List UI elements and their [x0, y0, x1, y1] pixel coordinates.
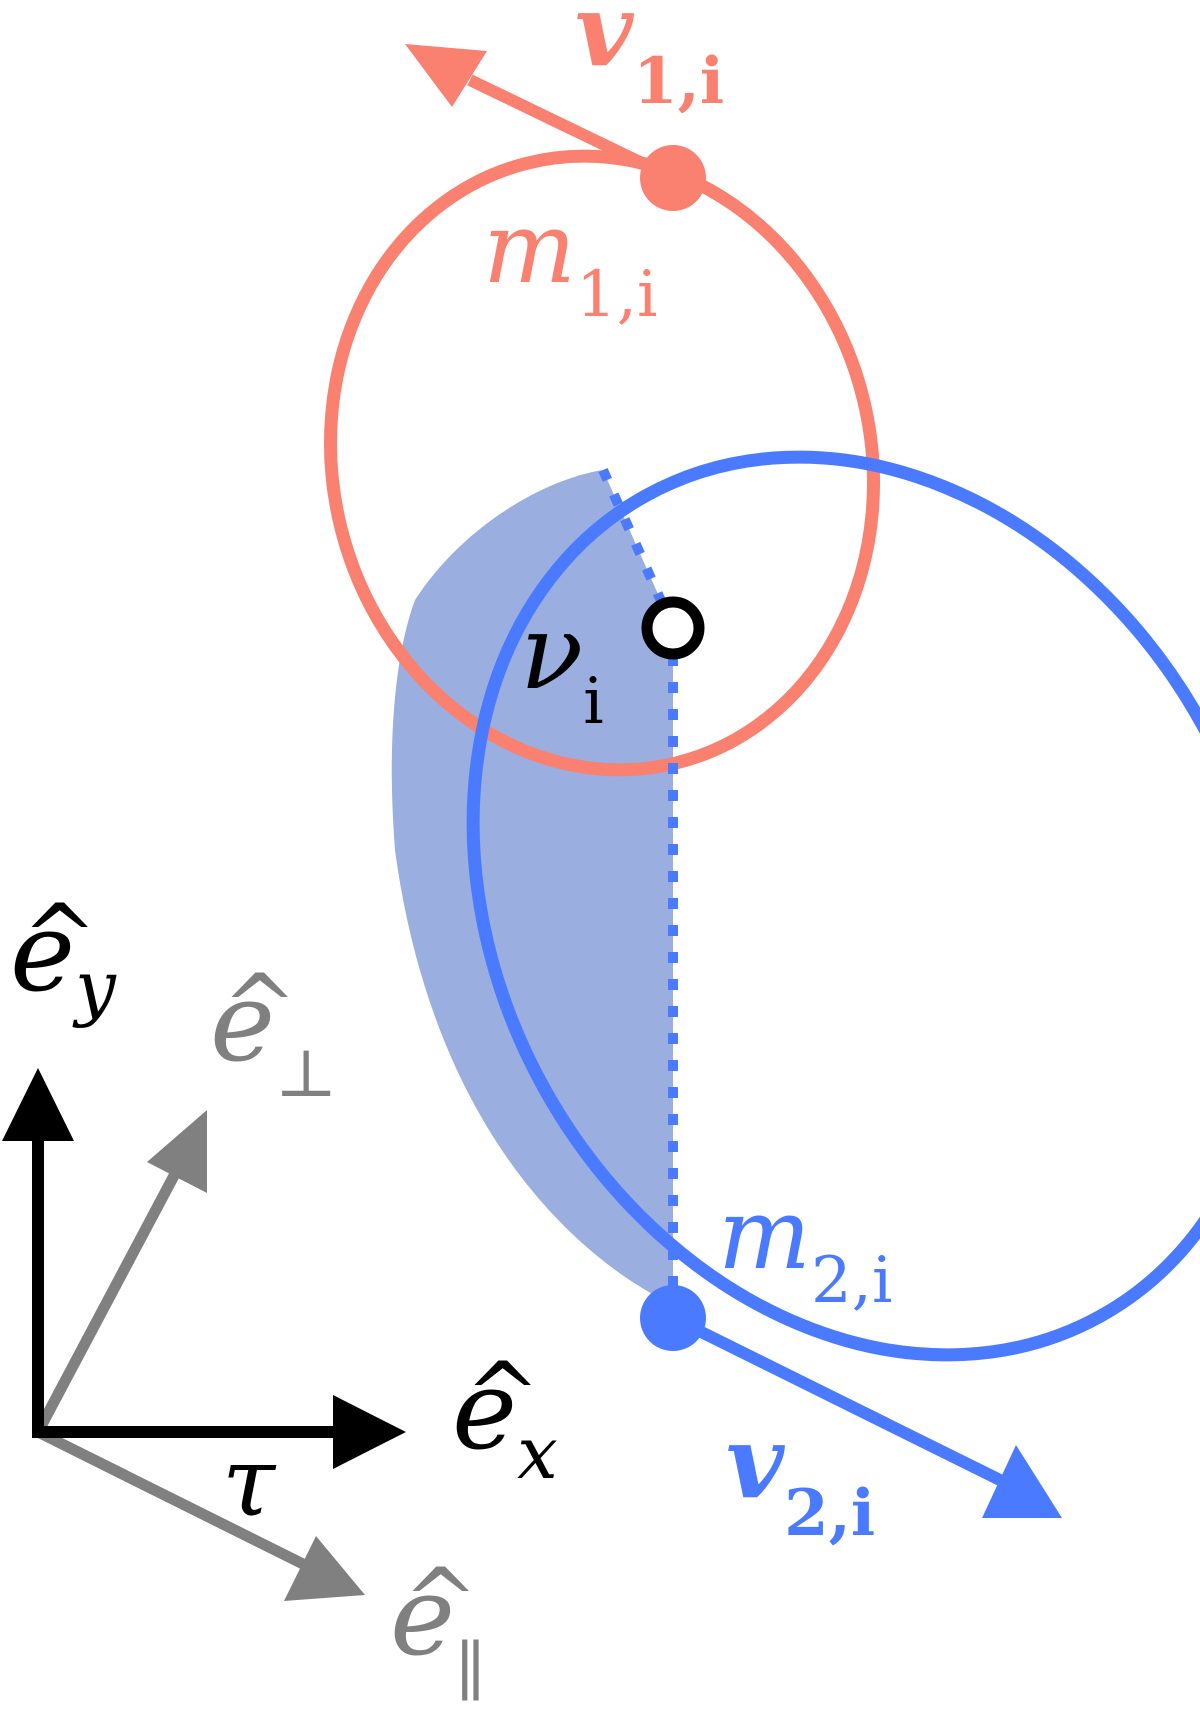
swept-area — [391, 470, 673, 1305]
label-ey-hat: ^ — [22, 885, 97, 990]
label-ex: ex — [452, 1346, 558, 1495]
label-ey: ey — [10, 888, 117, 1029]
rotated-axis-parallel — [35, 1427, 365, 1601]
velocity-arrow-1 — [405, 44, 676, 184]
orbit-1 — [323, 149, 881, 777]
label-m1: m1,i — [483, 192, 657, 332]
rotated-axis-perp — [33, 1110, 207, 1435]
mass-1-dot — [640, 145, 706, 211]
label-eperp-hat: ^ — [222, 955, 297, 1060]
label-v2: v2,i — [726, 1403, 875, 1551]
label-m2: m2,i — [718, 1178, 892, 1318]
velocity-arrow-2 — [670, 1312, 1062, 1518]
center-of-mass-marker — [641, 596, 705, 660]
label-epar: e∥ — [390, 1552, 486, 1710]
label-eperp: e⊥ — [210, 958, 337, 1112]
orbit-2 — [466, 450, 1200, 1362]
label-nu: νi — [520, 591, 604, 739]
label-ex-hat: ^ — [465, 1343, 540, 1448]
label-epar-hat: ^ — [403, 1549, 478, 1654]
mass-2-dot — [640, 1285, 706, 1351]
label-v1: v1,i — [575, 0, 724, 119]
label-tau: τ — [222, 1426, 277, 1538]
axis-x — [32, 1395, 406, 1469]
axis-y — [2, 1068, 74, 1432]
